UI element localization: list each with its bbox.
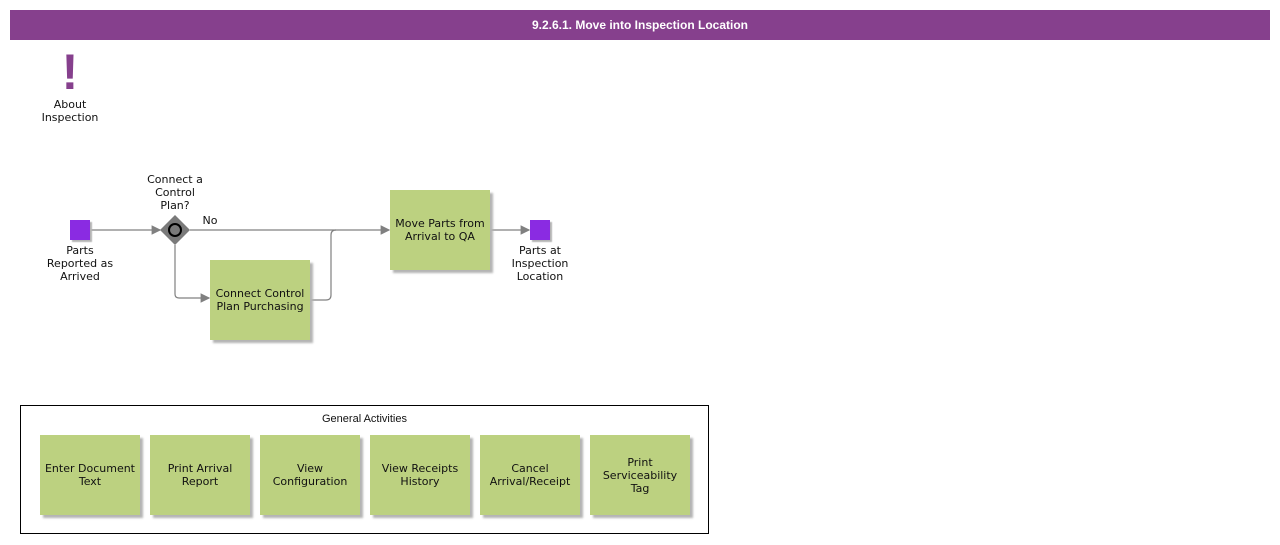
task-connect-control-plan[interactable]: Connect Control Plan Purchasing <box>210 260 310 340</box>
task-move-parts[interactable]: Move Parts from Arrival to QA <box>390 190 490 270</box>
general-activities-panel: General Activities <box>20 405 709 534</box>
exclamation-icon: ! <box>61 44 79 100</box>
activity-view-receipts-history[interactable]: View Receipts History <box>370 435 470 515</box>
page-title-text: 9.2.6.1. Move into Inspection Location <box>531 18 749 32</box>
activity-cancel-arrival-receipt[interactable]: Cancel Arrival/Receipt <box>480 435 580 515</box>
about-inspection-link[interactable]: ! About Inspection <box>30 44 110 124</box>
page-title: 9.2.6.1. Move into Inspection Location <box>10 10 1270 40</box>
start-event-label: Parts Reported as Arrived <box>46 244 114 283</box>
activity-print-arrival-report[interactable]: Print Arrival Report <box>150 435 250 515</box>
about-inspection-label: About Inspection <box>41 98 99 124</box>
no-label: No <box>202 214 218 227</box>
end-event-label: Parts at Inspection Location <box>511 244 569 283</box>
general-activities-title: General Activities <box>322 413 407 425</box>
activity-print-serviceability-tag[interactable]: Print Serviceability Tag <box>590 435 690 515</box>
connector-gateway-connect <box>174 245 211 303</box>
activity-view-configuration[interactable]: View Configuration <box>260 435 360 515</box>
activity-enter-document-text[interactable]: Enter Document Text <box>40 435 140 515</box>
gateway-label: Connect a Control Plan? <box>147 173 203 212</box>
gateway-diamond <box>160 215 190 245</box>
start-event[interactable] <box>70 220 90 240</box>
connector-connect-move <box>311 229 337 301</box>
end-event[interactable] <box>530 220 550 240</box>
